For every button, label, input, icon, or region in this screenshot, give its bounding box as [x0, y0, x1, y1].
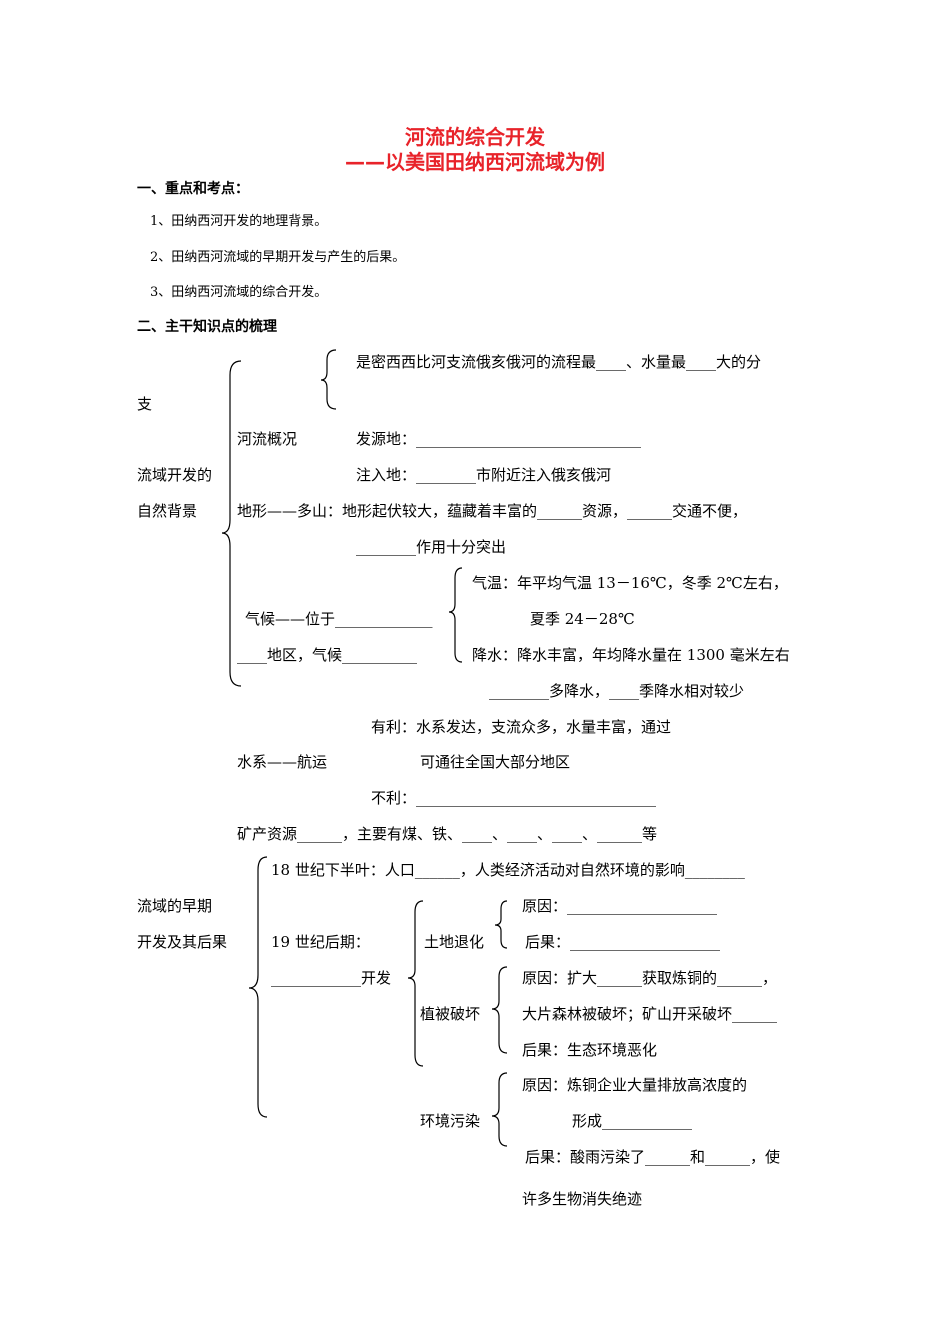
- mineral-resources: 矿产资源______，主要有煤、铁、____、____、____、______等: [237, 825, 658, 843]
- brace-19th-century: [407, 900, 424, 1067]
- brace-land-degradation: [494, 900, 508, 949]
- terrain-line-2: ________作用十分突出: [356, 538, 507, 556]
- vegetation-cause-2: 大片森林被破坏；矿山开采破坏______: [522, 1005, 778, 1023]
- river-overview-label: 河流概况: [237, 430, 298, 448]
- section1-item-1: 1、田纳西河开发的地理背景。: [150, 214, 328, 229]
- land-degradation-cause: 原因：____________________: [522, 897, 718, 915]
- pollution-cause-2: 形成____________: [572, 1112, 693, 1130]
- river-description: 是密西西比河支流俄亥俄河的流程最____、水量最____大的分: [356, 353, 762, 371]
- vegetation-label: 植被破坏: [420, 1005, 481, 1023]
- river-source: 发源地：______________________________: [356, 430, 642, 448]
- precipitation-line-1: 降水：降水丰富，年均降水量在 1300 毫米左右: [472, 646, 790, 664]
- pollution-result-2: 许多生物消失绝迹: [522, 1190, 643, 1208]
- early-label-2: 开发及其后果: [137, 933, 228, 951]
- vegetation-result: 后果：生态环境恶化: [522, 1041, 658, 1059]
- section1-heading: 一、重点和考点：: [137, 181, 249, 197]
- river-description-wrap: 支: [137, 395, 153, 413]
- century-19: 19 世纪后期：: [271, 933, 370, 951]
- land-degradation-result: 后果：____________________: [525, 933, 721, 951]
- brace-vegetation: [491, 966, 508, 1054]
- pollution-result-1: 后果：酸雨污染了______和______，使: [525, 1148, 781, 1166]
- water-system-label: 水系——航运: [237, 753, 328, 771]
- pollution-label: 环境污染: [420, 1112, 481, 1130]
- title-line-2: ——以美国田纳西河流域为例: [345, 150, 605, 174]
- water-disadvantage: 不利：________________________________: [371, 789, 657, 807]
- river-inflow: 注入地：________市附近注入俄亥俄河: [356, 466, 612, 484]
- precipitation-line-2: ________多降水，____季降水相对较少: [489, 682, 745, 700]
- background-label-1: 流域开发的: [137, 466, 213, 484]
- climate-label-2: ____地区，气候__________: [237, 646, 418, 664]
- water-advantage-1: 有利：水系发达，支流众多，水量丰富，通过: [371, 718, 672, 736]
- climate-label-1: 气候——位于_____________: [245, 610, 433, 628]
- early-label-1: 流域的早期: [137, 897, 213, 915]
- development-type: ____________开发: [271, 969, 392, 987]
- water-advantage-2: 可通往全国大部分地区: [420, 753, 571, 771]
- section1-item-3: 3、田纳西河流域的综合开发。: [150, 285, 328, 300]
- vegetation-cause-1: 原因：扩大______获取炼铜的______，: [522, 969, 778, 987]
- pollution-cause-1: 原因：炼铜企业大量排放高浓度的: [522, 1076, 748, 1094]
- temperature-line-1: 气温：年平均气温 13－16℃，冬季 2℃左右，: [472, 574, 788, 592]
- brace-pollution: [491, 1072, 508, 1147]
- section2-heading: 二、主干知识点的梳理: [137, 319, 277, 335]
- terrain-line-1: 地形——多山：地形起伏较大，蕴藏着丰富的______资源，______交通不便，: [237, 502, 748, 520]
- brace-climate: [448, 567, 463, 663]
- title-line-1: 河流的综合开发: [405, 125, 545, 149]
- section1-item-2: 2、田纳西河流域的早期开发与产生的后果。: [150, 250, 406, 265]
- century-18: 18 世纪下半叶：人口______，人类经济活动对自然环境的影响________: [271, 861, 745, 879]
- brace-early-development: [248, 856, 268, 1118]
- brace-natural-background: [221, 360, 242, 687]
- background-label-2: 自然背景: [137, 502, 198, 520]
- temperature-line-2: 夏季 24－28℃: [530, 610, 635, 628]
- brace-river-description: [320, 349, 337, 410]
- land-degradation-label: 土地退化: [424, 933, 485, 951]
